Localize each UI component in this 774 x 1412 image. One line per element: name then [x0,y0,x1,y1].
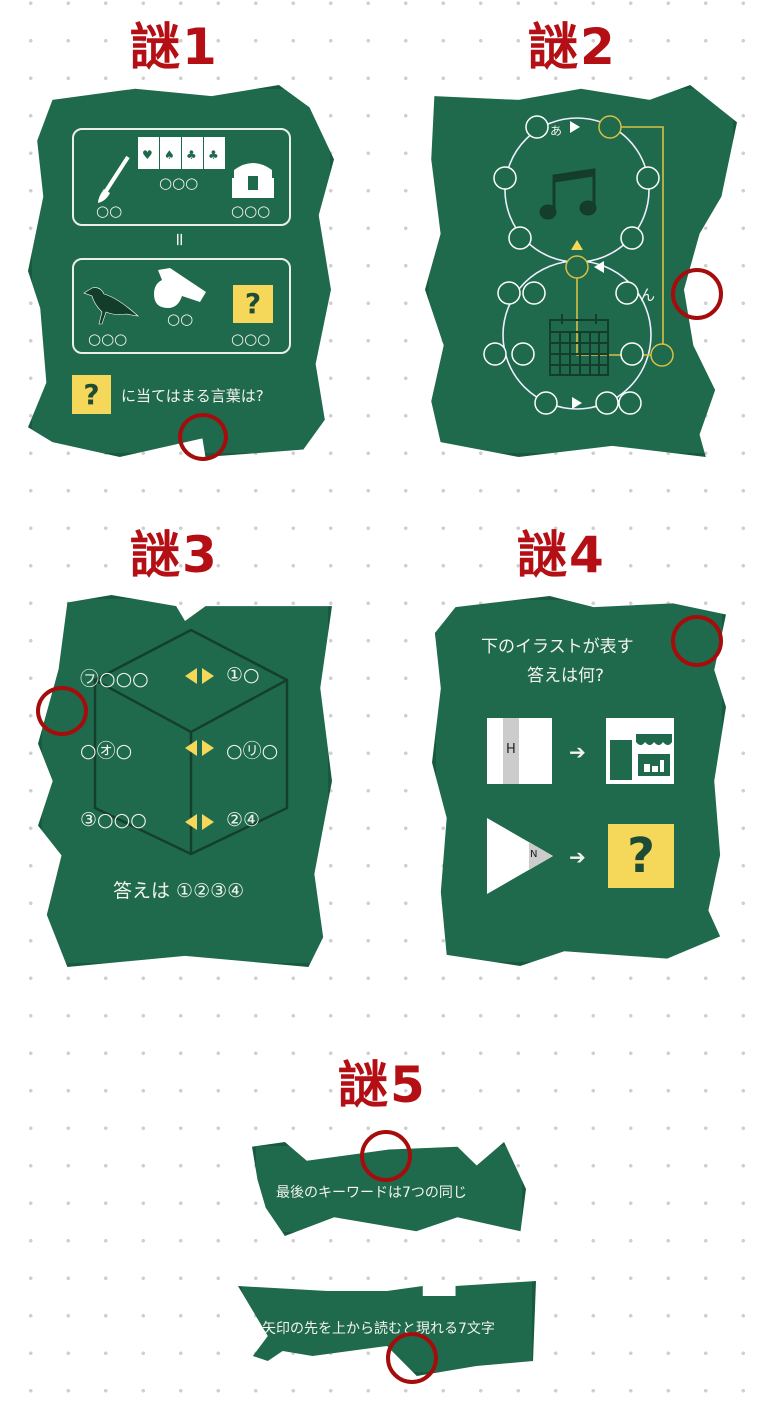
hint-ring-5b [386,1332,438,1384]
row-2-right: ○㋷○ [226,740,279,762]
equals-sign: = [169,231,191,248]
treasure-chest-icon [232,163,274,198]
puzzle-3-title: 謎3 [130,526,219,584]
row-3-left: ③○○○ [80,809,147,831]
puzzle-4-prompt-line1: 下のイラストが表す [481,637,634,657]
row-1-right: ①○ [226,664,260,686]
svg-text:♣: ♣ [186,148,197,162]
music-note-icon [539,168,597,220]
puzzle-3-answer: 答えは ①②③④ [113,880,245,902]
brush-answer-slots: ○○ [96,202,123,220]
puzzle-1-prompt: に当てはまる言葉は? [121,387,264,405]
whistle-icon [154,268,206,308]
column-h-icon [487,718,552,784]
puzzle-3-panel [38,595,332,967]
hint-ring-4 [671,615,723,667]
label-n: N [530,849,538,860]
svg-text:♠: ♠ [164,148,175,162]
whistle-answer-slots: ○○ [167,310,194,328]
unknown-answer-slots: ○○○ [231,330,271,348]
double-arrow-icons [185,668,214,830]
calendar-icon [549,314,609,376]
arrow-2: ➔ [569,845,586,869]
row-1-left: ㋫○○○ [80,668,149,690]
row-2-left: ○㋔○ [80,740,133,762]
top-clue-box [72,128,291,226]
end-kana-label: ん [640,286,656,304]
label-h: H [506,742,516,757]
shop-icon [606,718,674,784]
puzzle-4-title: 謎4 [517,526,606,584]
triangle-n-icon [487,818,553,894]
svg-text:♣: ♣ [208,148,219,162]
unknown-answer-box: ? [233,285,273,323]
svg-text:♥: ♥ [142,148,153,162]
start-kana-label: あ [550,124,563,138]
chest-answer-slots: ○○○ [231,202,271,220]
crow-icon [83,287,139,325]
hint-ring-5a [360,1130,412,1182]
puzzle-1-title: 謎1 [130,18,219,76]
hint-1-text: 最後のキーワードは7つの同じ [276,1185,467,1201]
crow-answer-slots: ○○○ [88,330,128,348]
bottom-clue-box [72,258,291,354]
figure-eight-diagram [483,115,674,415]
hint-ring-2 [671,268,723,320]
arrow-1: ➔ [569,740,586,764]
row-3-right: ②④ [226,809,261,831]
puzzle-2-title: 謎2 [528,18,617,76]
hint-2-text: 矢印の先を上から読むと現れる7文字 [262,1321,495,1337]
paintbrush-icon [98,155,130,203]
hint-ring-1 [178,413,228,461]
playing-cards-icon: ♥ ♠ ♣ ♣ [138,137,225,169]
cube-outline [93,628,289,856]
hint-ring-3 [36,686,88,736]
question-box-icon: ? [72,375,111,414]
cards-answer-slots: ○○○ [159,174,199,192]
puzzle-4-prompt-line2: 答えは何? [527,666,605,686]
puzzle-5-title: 謎5 [338,1056,427,1114]
unknown-answer-box: ? [608,824,674,888]
